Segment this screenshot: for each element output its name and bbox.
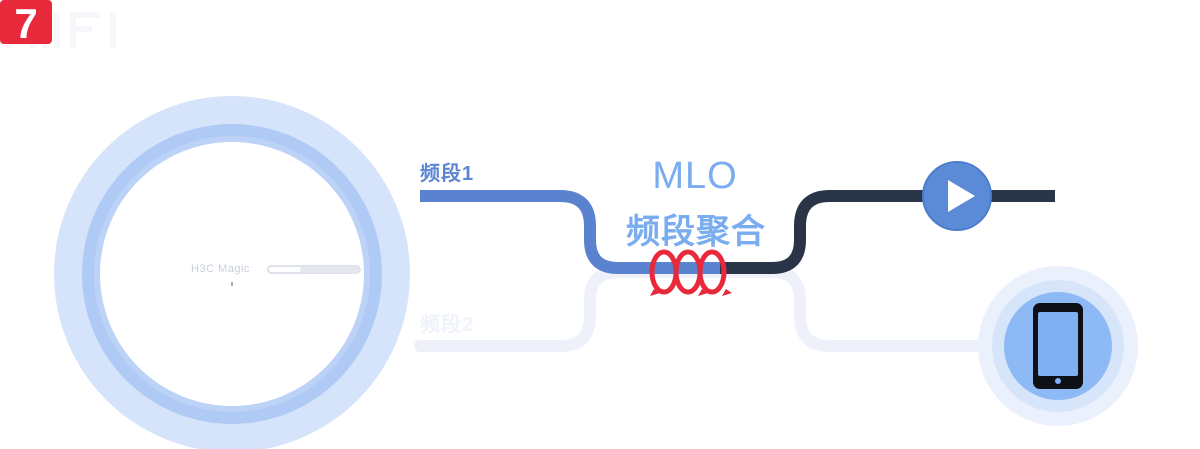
band1-label: 频段1 [420, 163, 475, 185]
mlo-subtitle: 频段聚合 [626, 213, 766, 251]
aggregated-output-line [720, 190, 1055, 274]
band2-label: 频段2 [420, 314, 475, 336]
band1-link-line [420, 190, 720, 274]
badge-number: 7 [14, 0, 37, 44]
wifi7-badge-icon: 7 [0, 0, 52, 44]
device-brand-label: H3C Magic [191, 263, 250, 275]
mlo-title: MLO [652, 155, 738, 197]
